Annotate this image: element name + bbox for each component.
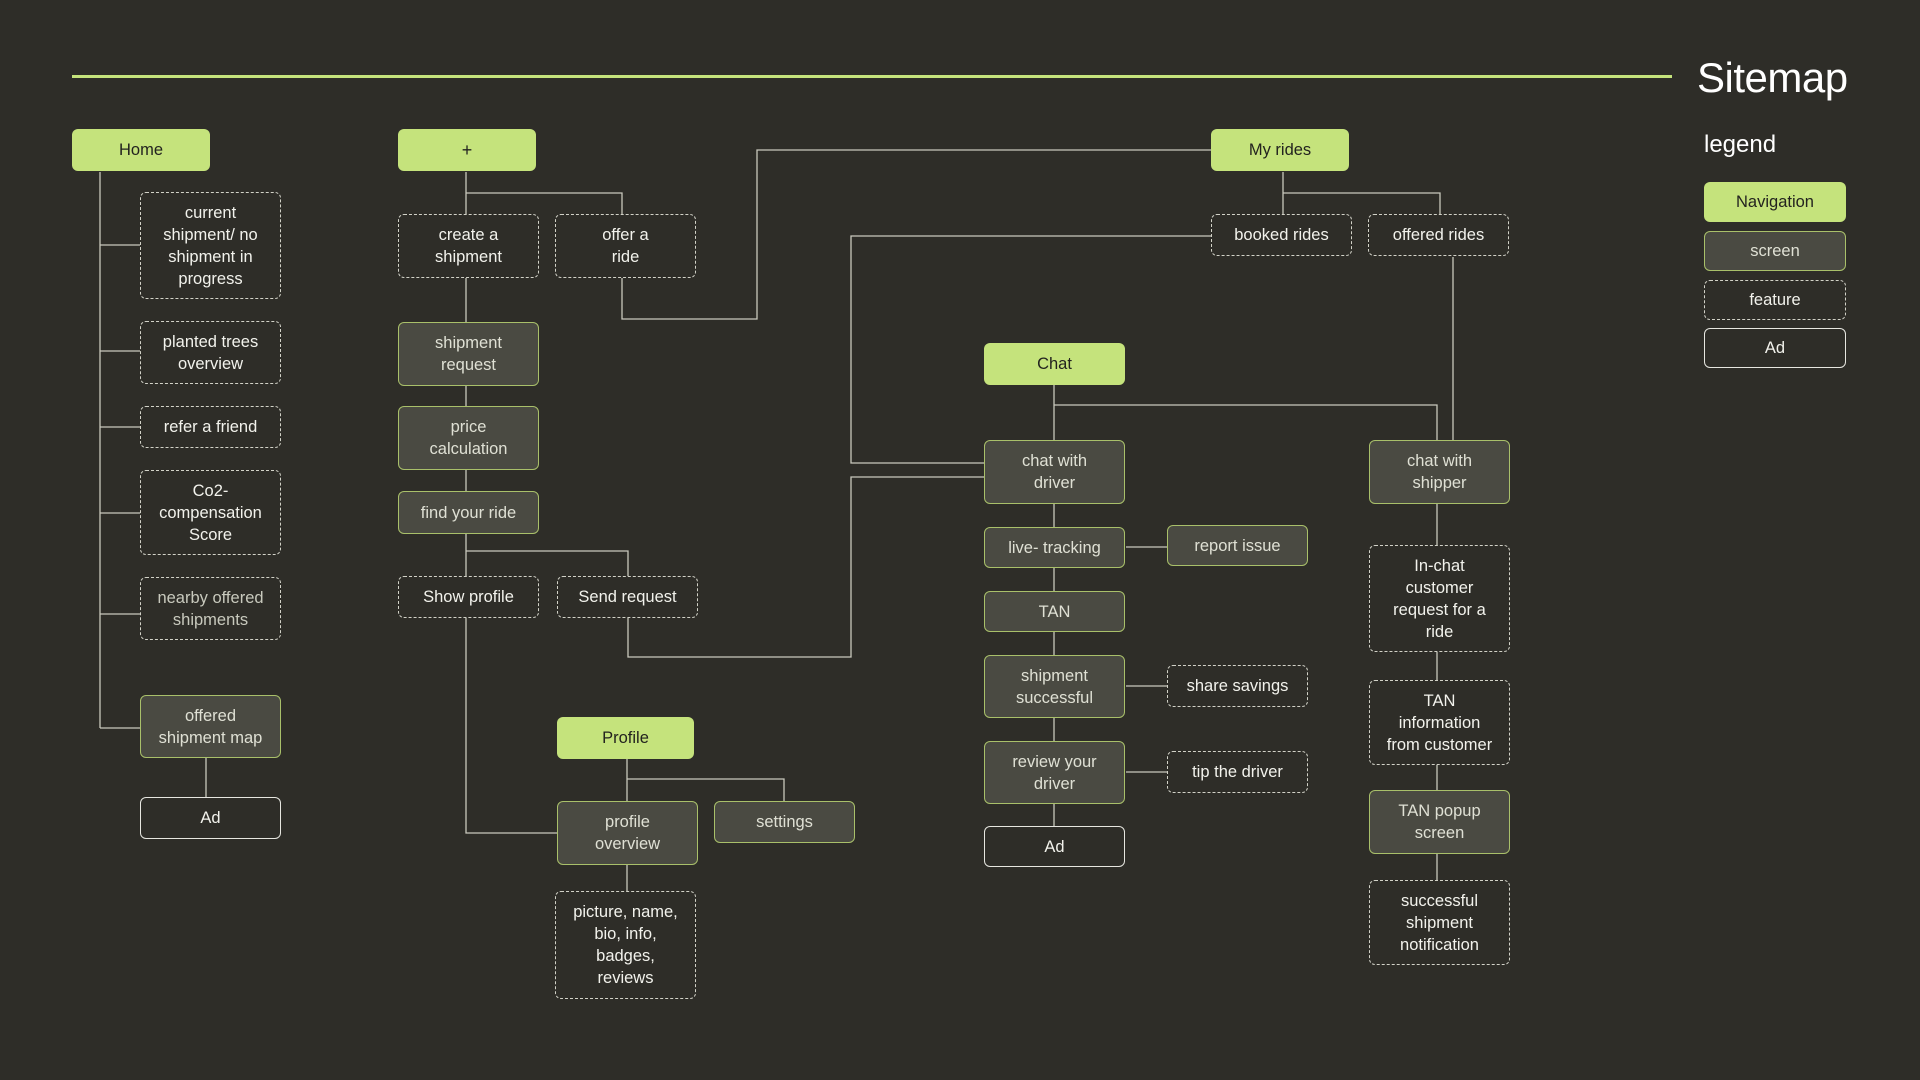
node-review-driver: review your driver bbox=[984, 741, 1125, 804]
node-chat-shipper: chat with shipper bbox=[1369, 440, 1510, 504]
node-offer-ride: offer a ride bbox=[555, 214, 696, 278]
node-offered-shipment-map: offered shipment map bbox=[140, 695, 281, 758]
node-tan: TAN bbox=[984, 591, 1125, 632]
page-title: Sitemap bbox=[1697, 54, 1848, 101]
node-chat-driver: chat with driver bbox=[984, 440, 1125, 504]
node-chat-ad: Ad bbox=[984, 826, 1125, 867]
node-find-your-ride: find your ride bbox=[398, 491, 539, 534]
node-planted-trees: planted trees overview bbox=[140, 321, 281, 384]
legend-heading: legend bbox=[1704, 131, 1777, 158]
node-create-shipment: create a shipment bbox=[398, 214, 539, 278]
node-home-ad: Ad bbox=[140, 797, 281, 839]
node-nearby-offered: nearby offered shipments bbox=[140, 577, 281, 640]
title-rule bbox=[72, 75, 1672, 78]
legend-ad: Ad bbox=[1704, 328, 1846, 368]
node-inchat-request: In-chat customer request for a ride bbox=[1369, 545, 1510, 652]
node-share-savings: share savings bbox=[1167, 665, 1308, 707]
node-report-issue: report issue bbox=[1167, 525, 1308, 566]
node-my-rides: My rides bbox=[1211, 129, 1349, 171]
node-settings: settings bbox=[714, 801, 855, 843]
node-co2-score: Co2- compensation Score bbox=[140, 470, 281, 555]
node-current-shipment: current shipment/ no shipment in progres… bbox=[140, 192, 281, 299]
node-booked-rides: booked rides bbox=[1211, 214, 1352, 256]
node-profile-details: picture, name, bio, info, badges, review… bbox=[555, 891, 696, 999]
node-offered-rides: offered rides bbox=[1368, 214, 1509, 256]
node-successful-notification: successful shipment notification bbox=[1369, 880, 1510, 965]
node-profile: Profile bbox=[557, 717, 694, 759]
legend-feature: feature bbox=[1704, 280, 1846, 320]
node-refer-friend: refer a friend bbox=[140, 406, 281, 448]
node-show-profile: Show profile bbox=[398, 576, 539, 618]
node-tan-popup: TAN popup screen bbox=[1369, 790, 1510, 854]
node-live-tracking: live- tracking bbox=[984, 527, 1125, 568]
node-chat: Chat bbox=[984, 343, 1125, 385]
legend-navigation: Navigation bbox=[1704, 182, 1846, 222]
node-home: Home bbox=[72, 129, 210, 171]
node-shipment-request: shipment request bbox=[398, 322, 539, 386]
node-price-calculation: price calculation bbox=[398, 406, 539, 470]
node-send-request: Send request bbox=[557, 576, 698, 618]
node-tan-info: TAN information from customer bbox=[1369, 680, 1510, 765]
node-tip-driver: tip the driver bbox=[1167, 751, 1308, 793]
legend-screen: screen bbox=[1704, 231, 1846, 271]
node-plus: + bbox=[398, 129, 536, 171]
node-profile-overview: profile overview bbox=[557, 801, 698, 865]
node-shipment-successful: shipment successful bbox=[984, 655, 1125, 718]
